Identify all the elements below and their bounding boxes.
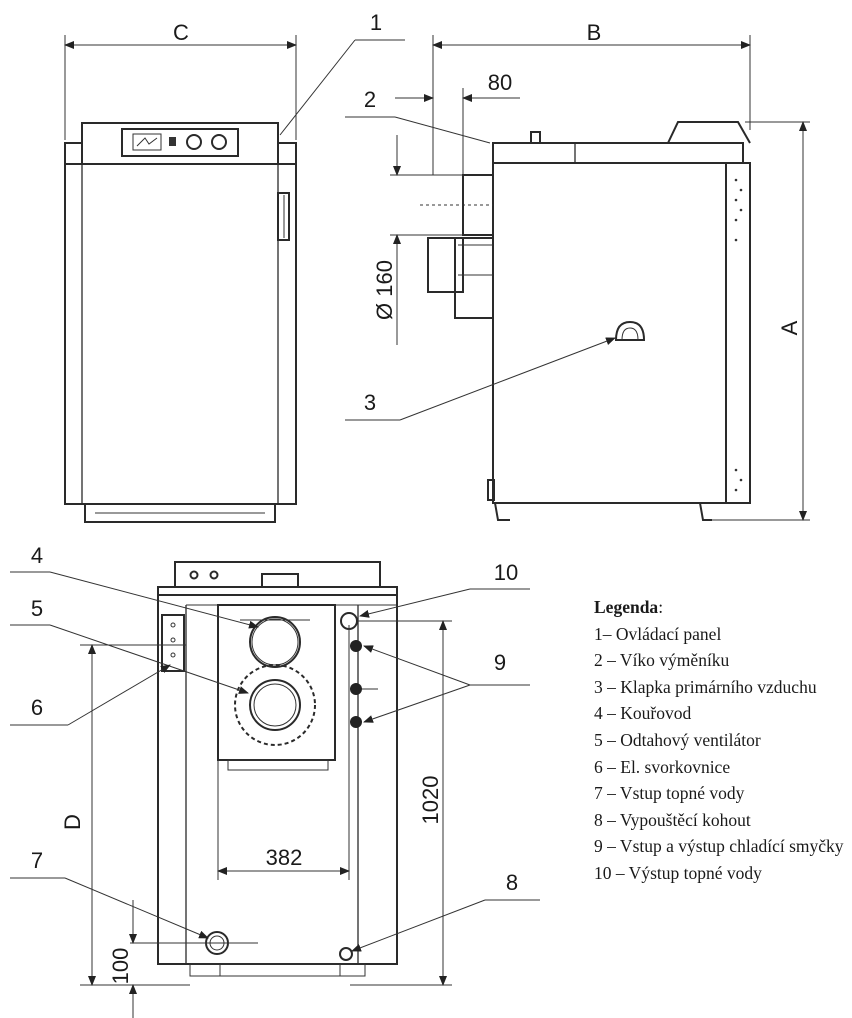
- callout-3: 3: [364, 390, 376, 415]
- front-view: C 1: [64, 10, 405, 523]
- dimension-c-label: C: [173, 20, 189, 45]
- callout-1: 1: [370, 10, 382, 35]
- callout-7: 7: [31, 848, 43, 873]
- legend-item: 7 – Vstup topné vody: [594, 783, 745, 804]
- legend: Legenda: 1– Ovládací panel 2 – Víko výmě…: [594, 594, 849, 887]
- callout-4: 4: [31, 543, 43, 568]
- legend-item: 8 – Vypouštěcí kohout: [594, 809, 751, 830]
- legend-item: 1– Ovládací panel: [594, 623, 722, 644]
- legend-title-row: Legenda:: [594, 594, 849, 621]
- dimension-100-label: 100: [108, 948, 133, 985]
- dimension-b-label: B: [587, 20, 602, 45]
- dimension-d-label: D: [60, 814, 85, 830]
- legend-item: 3 – Klapka primárního vzduchu: [594, 676, 817, 697]
- dimension-a-label: A: [777, 320, 802, 335]
- legend-item: 4 – Kouřovod: [594, 703, 692, 724]
- callout-10: 10: [494, 560, 518, 585]
- side-view: B 80 2 Ø: [345, 20, 810, 521]
- legend-item: 10 – Výstup topné vody: [594, 862, 762, 883]
- legend-title-suffix: :: [658, 597, 664, 617]
- dimension-382-label: 382: [266, 845, 303, 870]
- dimension-1020-label: 1020: [418, 776, 443, 825]
- back-view: D 100 382 1020 4 5 6 7 8: [10, 543, 540, 1018]
- callout-8: 8: [506, 870, 518, 895]
- callout-5: 5: [31, 596, 43, 621]
- callout-9: 9: [494, 650, 506, 675]
- legend-item: 5 – Odtahový ventilátor: [594, 729, 761, 750]
- legend-item: 9 – Vstup a výstup chladící smyčky: [594, 836, 844, 857]
- control-panel: [121, 128, 239, 157]
- legend-item: 2 – Víko výměníku: [594, 650, 730, 671]
- legend-title: Legenda: [594, 597, 659, 617]
- callout-6: 6: [31, 695, 43, 720]
- dimension-160-label: Ø 160: [372, 260, 397, 320]
- legend-item: 6 – El. svorkovnice: [594, 756, 731, 777]
- callout-2: 2: [364, 87, 376, 112]
- dimension-80-label: 80: [488, 70, 512, 95]
